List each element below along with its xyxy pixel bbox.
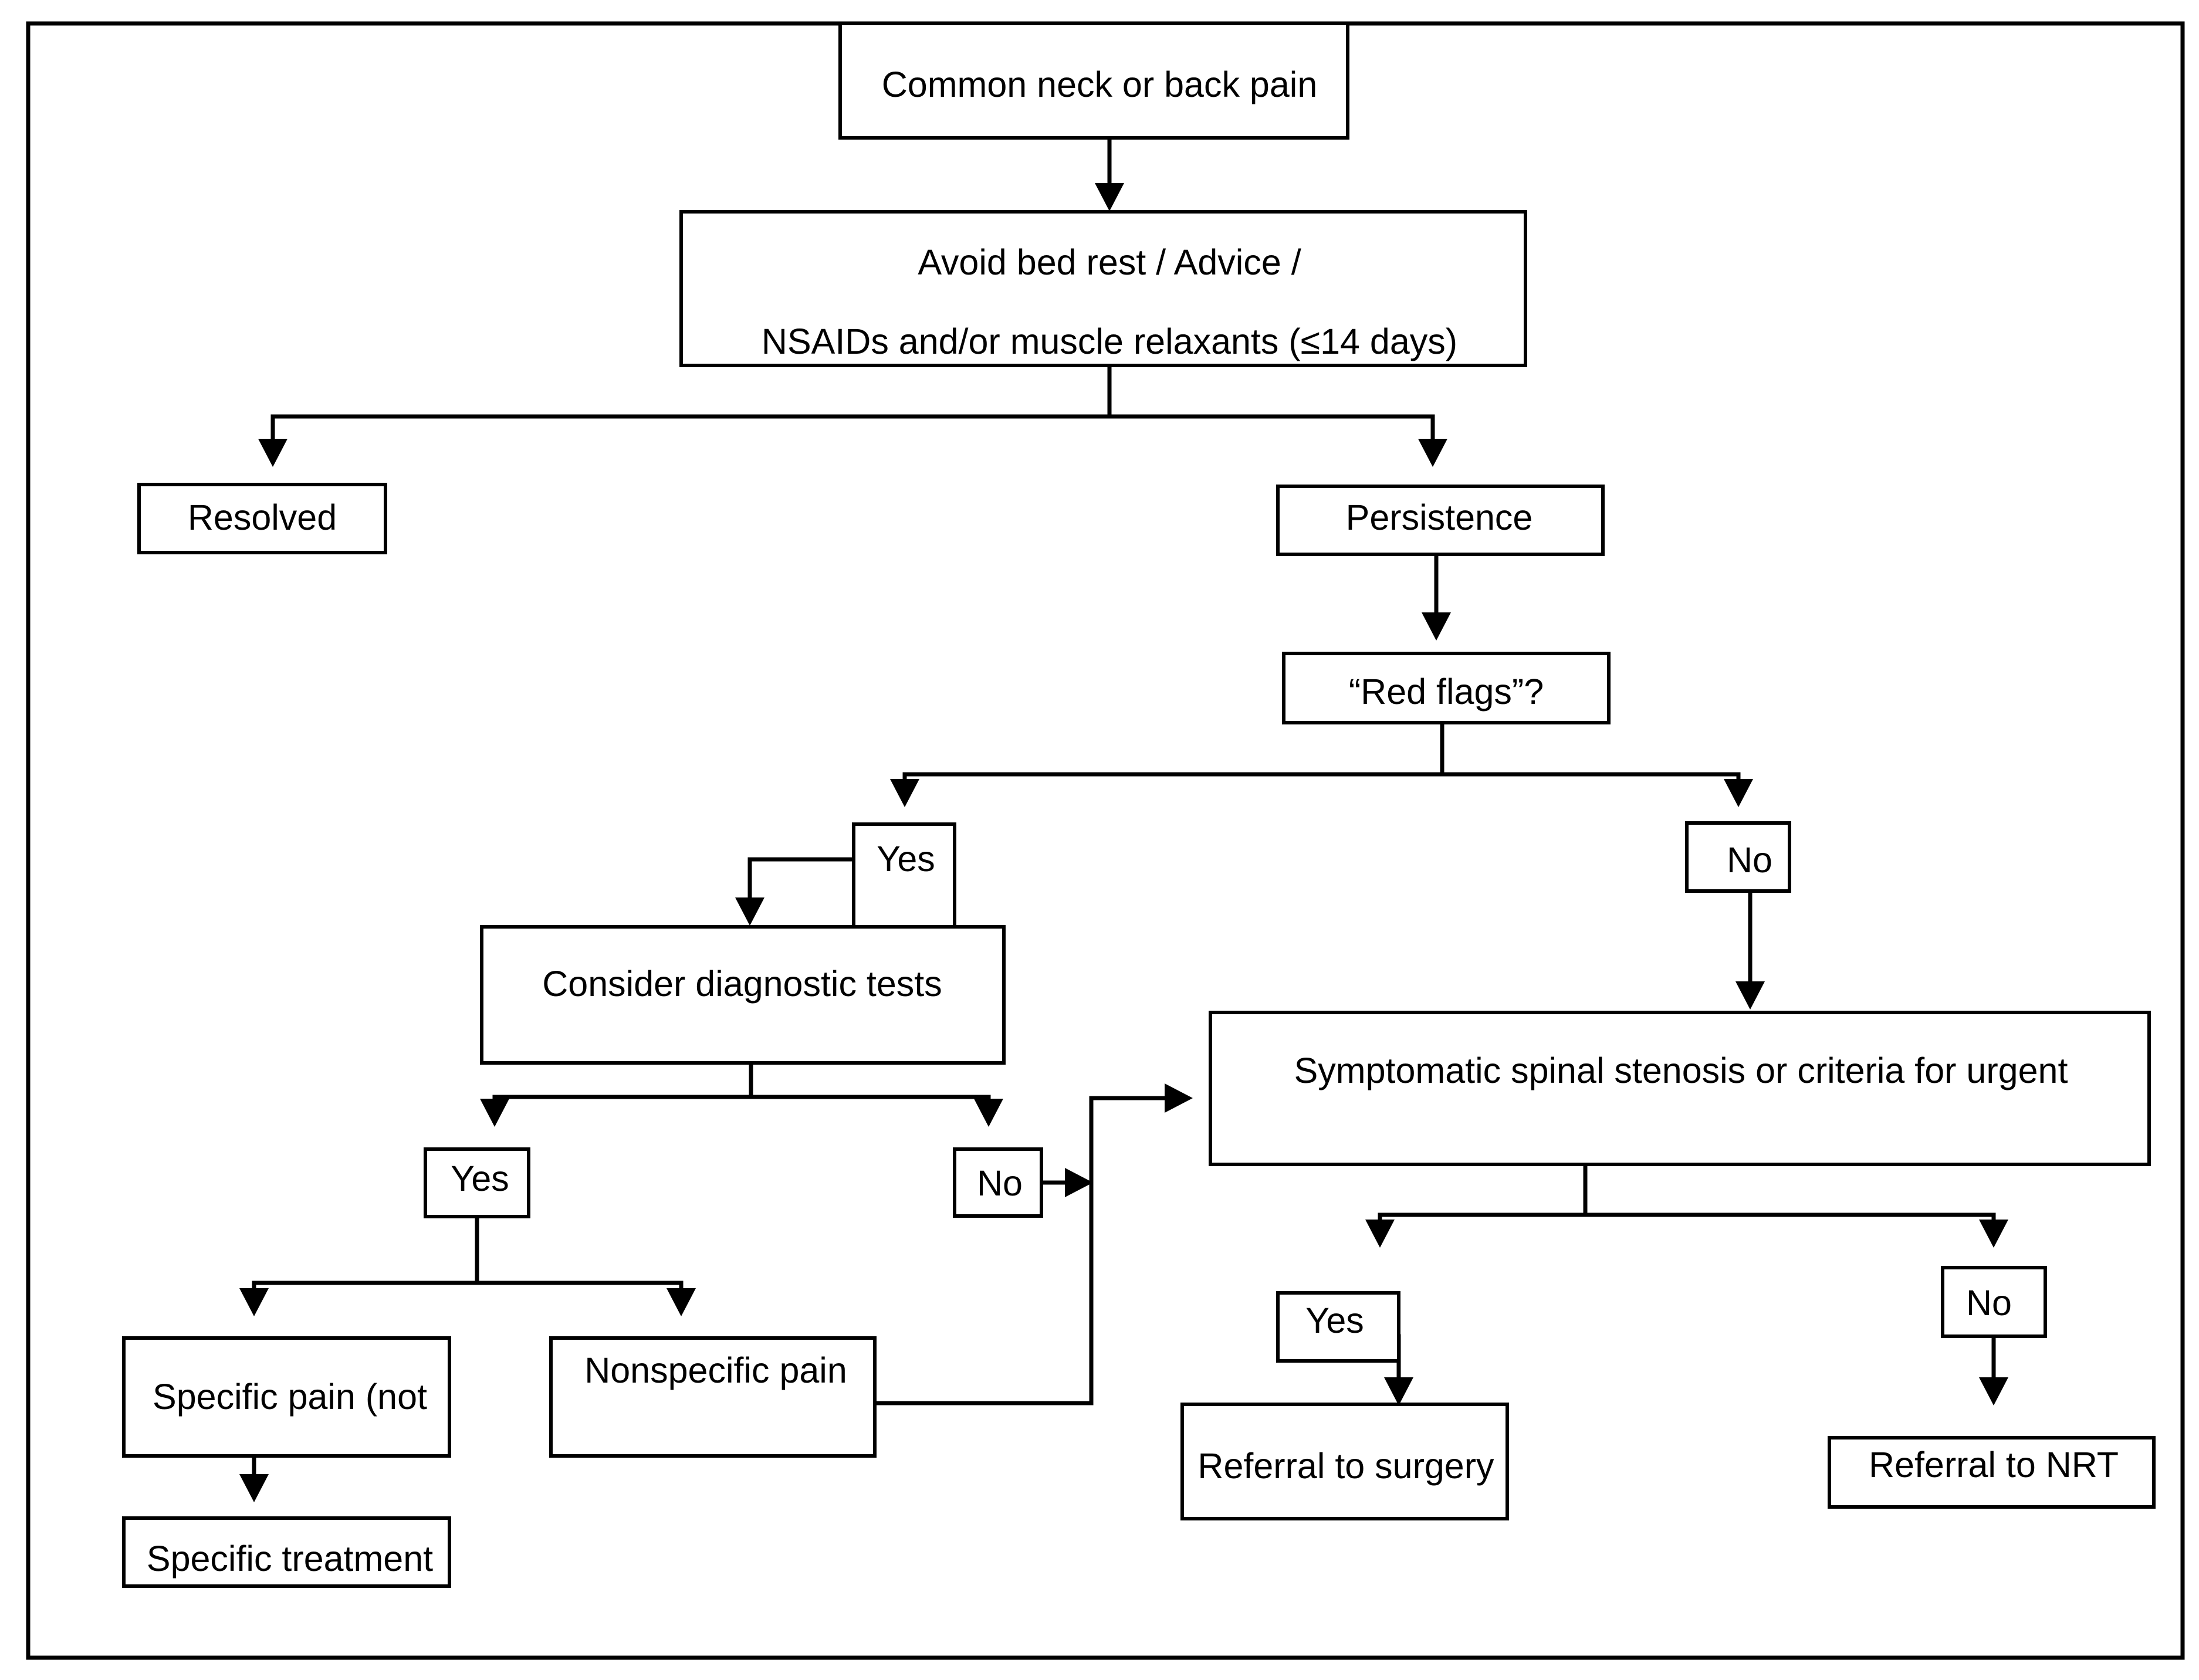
node-diagnostic-tests: Consider diagnostic tests [480,925,1006,1065]
arrowhead-junction [1065,1168,1093,1197]
connector-to-persistence [1107,414,1435,445]
node-diagnostic-tests-label: Consider diagnostic tests [542,964,942,1004]
node-stenosis-no: No [1941,1266,2047,1338]
node-treatment-label-line1: Avoid bed rest / Advice / [918,242,1301,282]
node-tests-no-label: No [977,1163,1023,1203]
node-tests-yes-label: Yes [451,1159,509,1198]
arrowhead-stenosis-yes [1365,1220,1395,1248]
node-specific-pain: Specific pain (not [122,1336,451,1458]
arrowhead-redflags [1422,612,1451,641]
connector-to-nonspecific-pain [475,1281,684,1295]
connector-to-stenosis-no [1583,1212,1996,1226]
node-treatment-label-line2: NSAIDs and/or muscle relaxants (≤14 days… [762,321,1457,361]
node-tests-no: No [953,1147,1043,1218]
connectors [252,106,1996,1479]
arrowheads [239,183,2008,1502]
connector-to-redflags-no [1440,772,1741,785]
node-stenosis-label: Symptomatic spinal stenosis or criteria … [1294,1051,2068,1090]
node-referral-surgery: Referral to surgery [1180,1403,1509,1520]
connector-to-redflags-yes [902,772,1444,785]
node-resolved-label: Resolved [188,497,337,537]
node-referral-nrt-label: Referral to NRT [1869,1445,2119,1485]
node-resolved: Resolved [137,483,387,554]
node-stenosis-yes-label: Yes [1305,1300,1364,1340]
arrowhead-specific-pain [239,1288,269,1316]
arrowhead-redflags-yes [890,779,919,807]
arrowhead-stenosis [1165,1083,1193,1113]
node-persistence: Persistence [1276,485,1605,556]
connector-to-tests-no [749,1095,991,1105]
arrowhead-redflags-no [1724,779,1753,807]
arrowhead-specific-treatment [239,1474,269,1502]
connector-yes-to-diagnostic [747,857,856,900]
node-persistence-label: Persistence [1346,497,1533,537]
node-stenosis: Symptomatic spinal stenosis or criteria … [1209,1011,2151,1166]
node-red-flags-no: No [1685,821,1791,893]
arrowhead-nrt [1979,1377,2008,1405]
arrowhead-tests-yes [480,1099,509,1127]
node-nonspecific-pain-label: Nonspecific pain [584,1350,847,1390]
node-stenosis-yes: Yes [1276,1291,1400,1363]
connector-to-specific-pain [252,1281,479,1295]
node-tests-yes: Yes [424,1147,530,1218]
arrowhead-resolved [258,439,287,467]
connector-to-stenosis [1089,1096,1167,1405]
arrowhead-diagnostic [735,897,764,926]
node-referral-surgery-label: Referral to surgery [1197,1446,1494,1486]
arrowhead-surgery [1384,1377,1413,1405]
node-referral-nrt: Referral to NRT [1828,1436,2156,1509]
node-specific-treatment: Specific treatment [122,1516,451,1588]
node-red-flags-yes-label: Yes [877,839,935,879]
connector-to-stenosis-yes [1378,1212,1588,1226]
arrowhead-persistence [1418,439,1447,467]
node-nonspecific-pain: Nonspecific pain [549,1336,877,1458]
node-red-flags-yes: Yes [852,822,956,929]
node-red-flags-no-label: No [1727,840,1772,880]
arrowhead-tests-no [974,1099,1003,1127]
arrowhead-stenosis-no [1979,1220,2008,1248]
node-start-label: Common neck or back pain [882,65,1318,104]
connector-to-resolved [270,414,1112,445]
node-specific-treatment-label: Specific treatment [147,1539,433,1579]
node-treatment: Avoid bed rest / Advice / NSAIDs and/or … [679,210,1527,367]
arrowhead-stenosis-from-no [1735,981,1765,1010]
node-red-flags-label: “Red flags”? [1349,672,1544,712]
arrowhead-treatment [1095,183,1124,211]
node-stenosis-no-label: No [1966,1283,2012,1323]
connector-to-tests-yes [492,1095,753,1105]
arrowhead-nonspecific-pain [667,1288,696,1316]
node-red-flags: “Red flags”? [1282,652,1611,724]
node-specific-pain-label: Specific pain (not [153,1377,427,1417]
node-start: Common neck or back pain [838,22,1349,140]
